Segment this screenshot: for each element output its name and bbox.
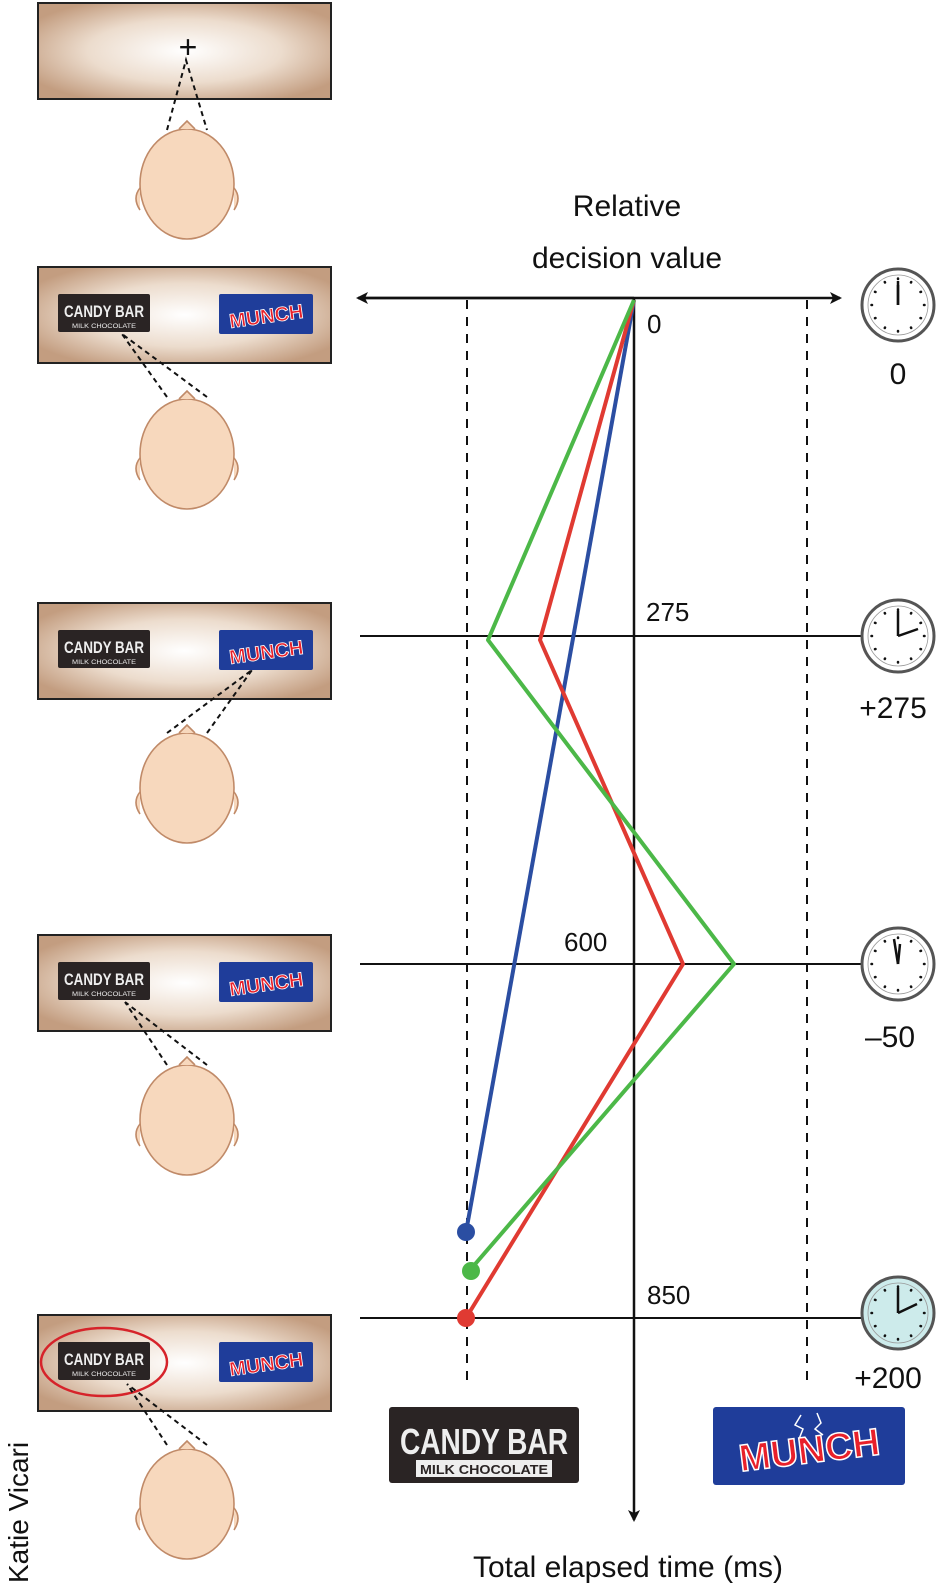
gaze-lines [166, 56, 208, 131]
candy-bar-name: CANDY BAR [64, 970, 144, 989]
gaze-lines [166, 669, 253, 734]
munch-logo: MUNCH [713, 1407, 905, 1485]
clock-label-0: 0 [890, 358, 907, 391]
candy-bar-logo: CANDY BAR MILK CHOCOLATE [389, 1407, 579, 1483]
munch-icon: MUNCH [219, 294, 313, 334]
gaze-lines [124, 1001, 208, 1066]
candy-bar-logo-sub: MILK CHOCOLATE [420, 1462, 548, 1477]
time-axis-label: Total elapsed time (ms) [473, 1551, 783, 1584]
endpoint-red [457, 1309, 475, 1327]
candy-bar-sub: MILK CHOCOLATE [72, 324, 136, 330]
endpoint-green [462, 1262, 480, 1280]
scene-275: CANDY BAR MILK CHOCOLATE MUNCH [37, 602, 332, 844]
candy-bar-name: CANDY BAR [64, 1350, 144, 1369]
clock-icon-600 [860, 926, 936, 1002]
candy-bar-icon: CANDY BAR MILK CHOCOLATE [58, 962, 150, 1000]
scene-fixation: + [37, 2, 332, 240]
clock-label-275: +275 [859, 692, 927, 725]
munch-icon: MUNCH [219, 630, 313, 670]
time-tick-label-850: 850 [647, 1280, 690, 1310]
time-tick-label-275: 275 [646, 597, 689, 627]
credit-text: Katie Vicari [3, 1442, 34, 1583]
head-icon [135, 390, 239, 510]
scene-0: CANDY BAR MILK CHOCOLATE MUNCH [37, 266, 332, 510]
head-icon [135, 1440, 239, 1560]
clock-icon-850 [860, 1275, 936, 1351]
scene-850: CANDY BAR MILK CHOCOLATE MUNCH [37, 1314, 332, 1560]
clock-label-600: –50 [865, 1021, 915, 1054]
munch-icon: MUNCH [219, 1342, 313, 1382]
trajectory-blue [464, 299, 636, 1233]
clock-icon-275 [860, 598, 936, 674]
gaze-lines [126, 1383, 208, 1446]
candy-bar-logo-name: CANDY BAR [400, 1421, 568, 1462]
trajectory-red [464, 299, 685, 1320]
munch-icon: MUNCH [219, 962, 313, 1002]
fixation-cross: + [179, 29, 198, 65]
gaze-lines [121, 333, 208, 398]
clock-label-850: +200 [854, 1362, 922, 1395]
candy-bar-name: CANDY BAR [64, 638, 144, 657]
endpoint-blue [457, 1223, 475, 1241]
time-tick-label-600: 600 [564, 927, 607, 957]
scene-600: CANDY BAR MILK CHOCOLATE MUNCH [37, 934, 332, 1176]
axis-title-line1: Relative [573, 190, 681, 223]
candy-bar-icon: CANDY BAR MILK CHOCOLATE [58, 294, 150, 332]
tray [37, 2, 332, 100]
candy-bar-name: CANDY BAR [64, 302, 144, 321]
axis-title-line2: decision value [532, 242, 722, 275]
candy-bar-sub: MILK CHOCOLATE [72, 660, 136, 666]
head-icon [135, 724, 239, 844]
candy-bar-sub: MILK CHOCOLATE [72, 1372, 136, 1378]
head-icon [135, 1056, 239, 1176]
time-tick-label-0: 0 [647, 309, 661, 339]
candy-bar-sub: MILK CHOCOLATE [72, 992, 136, 998]
clock-icon-0 [860, 267, 936, 343]
candy-bar-icon: CANDY BAR MILK CHOCOLATE [58, 1342, 150, 1380]
head-icon [135, 120, 239, 240]
trajectory-green [468, 299, 736, 1272]
candy-bar-icon: CANDY BAR MILK CHOCOLATE [58, 630, 150, 668]
choice-ring [39, 1326, 169, 1398]
